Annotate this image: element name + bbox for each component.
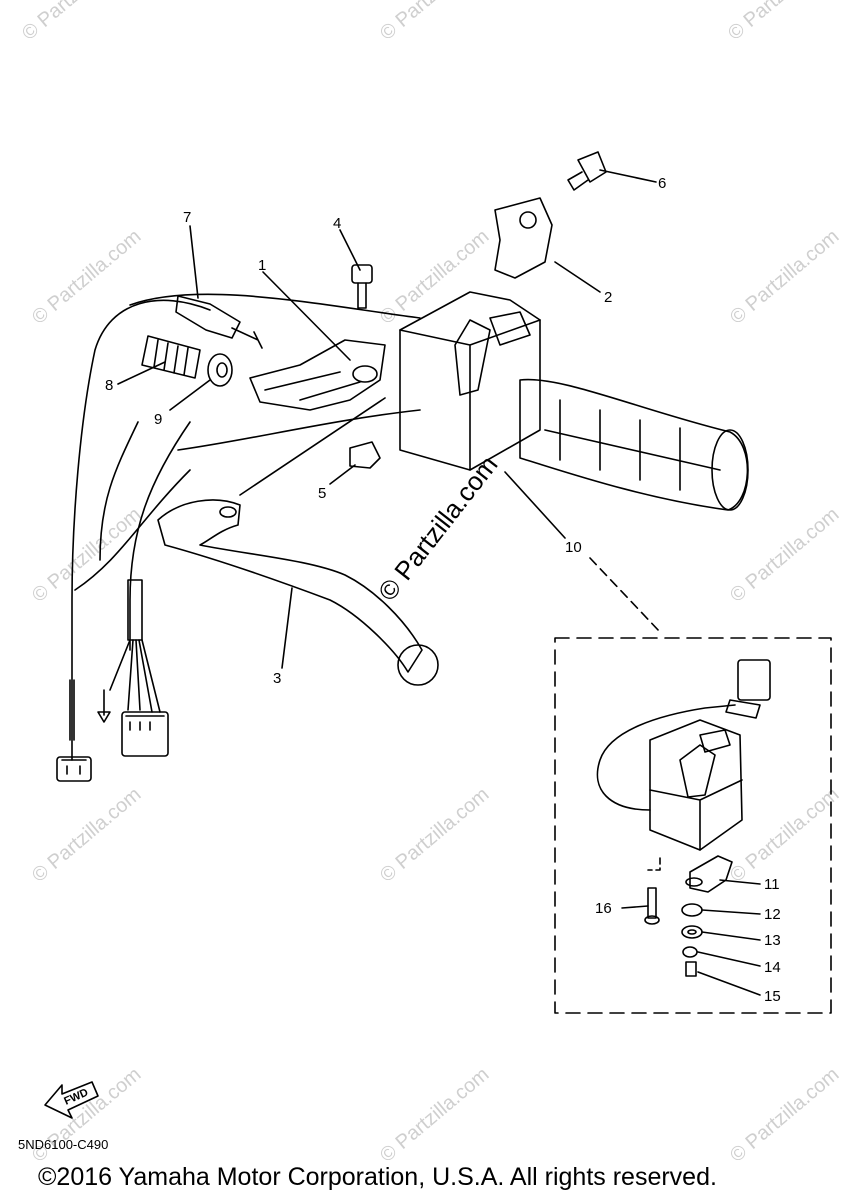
detail-switch-button: [699, 729, 731, 753]
detail-switch-housing-icon: [649, 719, 743, 851]
clamp-icon: [494, 197, 553, 279]
detail-nut-icon: [681, 903, 703, 917]
connector-pins: [125, 715, 165, 731]
callout-4: 4: [333, 215, 341, 232]
fwd-arrow-icon: [44, 1081, 99, 1119]
lever-ball-end: [397, 644, 439, 686]
callout-2: 2: [604, 289, 612, 306]
callout-3: 3: [273, 670, 281, 687]
callout-13: 13: [764, 932, 781, 949]
callout-1: 1: [258, 257, 266, 274]
wire-end-arrow: [97, 689, 111, 723]
callout-10: 10: [565, 539, 582, 556]
leader-line: [697, 971, 761, 996]
bolt-head: [644, 915, 660, 925]
pivot-bolt-shank: [357, 282, 367, 309]
callout-11: 11: [764, 876, 780, 893]
screw-shank: [567, 171, 589, 191]
connector-pins: [61, 759, 87, 775]
leader-line: [554, 261, 601, 293]
detail-dashed-link: [647, 857, 661, 871]
lever-pivot-hole: [352, 365, 378, 383]
leader-line: [169, 379, 211, 411]
leader-line: [504, 471, 566, 539]
callout-5: 5: [318, 485, 326, 502]
callout-9: 9: [154, 411, 162, 428]
leader-line: [697, 951, 761, 967]
handlebar-outline: [129, 293, 421, 319]
callout-6: 6: [658, 175, 666, 192]
pivot-nut-icon: [349, 441, 381, 469]
detail-washer-icon: [681, 925, 703, 939]
switch-button: [489, 311, 531, 346]
handlebar-outline: [177, 409, 421, 451]
wire-leads: [109, 639, 161, 713]
screw-icon: [577, 151, 607, 183]
callout-16: 16: [595, 900, 612, 917]
lever-holder-icon: [249, 339, 386, 411]
grip-icon: [519, 378, 749, 511]
cable-sleeve: [69, 679, 75, 741]
leader-line: [505, 472, 550, 538]
diagram-code: 5ND6100-C490: [18, 1137, 109, 1152]
bracket-hole: [685, 877, 703, 887]
callout-15: 15: [764, 988, 781, 1005]
lever-holder-detail: [264, 371, 361, 401]
leader-line: [599, 169, 657, 183]
lever-icon: [157, 499, 423, 673]
leader-line: [719, 879, 761, 885]
lock-washer-icon: [682, 946, 698, 958]
callout-7: 7: [183, 209, 191, 226]
leader-line: [621, 905, 649, 909]
leader-line: [281, 587, 293, 669]
leader-line: [239, 397, 386, 496]
adjuster-bolt-icon: [141, 335, 201, 379]
grip-end: [711, 429, 749, 511]
throttle-cable-end-icon: [175, 295, 241, 339]
leader-line: [701, 909, 761, 915]
handlebar-outline: [74, 469, 191, 591]
washer-hole: [687, 929, 697, 935]
wire-sleeve: [127, 579, 143, 641]
locknut-hole: [216, 362, 228, 378]
detail-screw-icon: [685, 961, 697, 977]
switch-housing-edges: [399, 319, 541, 471]
detail-connector-icon: [737, 659, 771, 701]
detail-switch-wire: [596, 704, 736, 811]
locknut-icon: [207, 353, 233, 387]
leader-line: [701, 931, 761, 941]
grip-pattern: [544, 399, 721, 491]
leader-line: [329, 464, 356, 485]
callout-8: 8: [105, 377, 113, 394]
copyright-text: ©2016 Yamaha Motor Corporation, U.S.A. A…: [38, 1163, 717, 1191]
fwd-label: FWD: [62, 1087, 90, 1108]
lever-pivot: [219, 506, 237, 518]
leader-line: [189, 225, 199, 299]
detail-switch-button: [679, 744, 716, 798]
switch-wire: [99, 421, 139, 561]
pivot-bolt-icon: [351, 264, 373, 284]
connector-6pin-icon: [121, 711, 169, 757]
leader-line: [262, 271, 351, 361]
bolt-icon: [647, 887, 657, 919]
callout-14: 14: [764, 959, 781, 976]
connector-2pin-icon: [56, 756, 92, 782]
throttle-cable: [71, 299, 211, 761]
detail-connector-clip: [725, 699, 761, 719]
switch-wire: [129, 421, 191, 651]
switch-button: [454, 319, 491, 396]
detail-switch-edges: [649, 779, 743, 851]
adjuster-threads: [153, 339, 189, 376]
leader-line: [117, 361, 166, 385]
callout-12: 12: [764, 906, 781, 923]
clamp-hole: [519, 211, 537, 229]
throttle-cable-tip: [231, 327, 263, 349]
switch-housing-icon: [399, 291, 541, 471]
leader-line: [339, 229, 361, 271]
leader-line-dashed: [589, 557, 661, 633]
detail-box: [554, 637, 832, 1014]
